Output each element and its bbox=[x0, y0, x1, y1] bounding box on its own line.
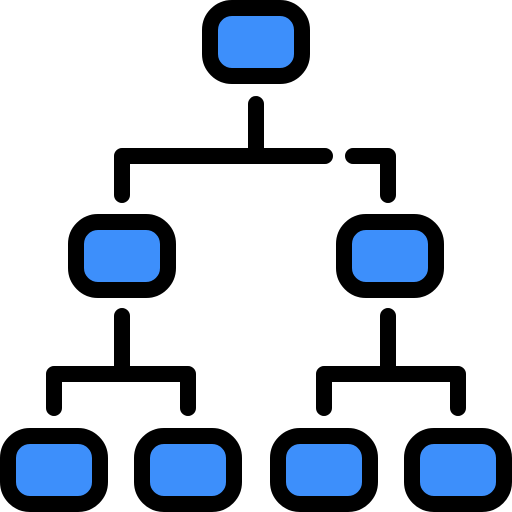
node-leaf-1 bbox=[0, 428, 108, 512]
node-leaf-4 bbox=[404, 428, 512, 512]
node-child-right bbox=[336, 214, 444, 298]
node-child-left bbox=[68, 214, 176, 298]
connectors-root bbox=[114, 96, 396, 203]
connectors-left-child bbox=[46, 308, 196, 416]
node-leaf-3 bbox=[270, 428, 378, 512]
connector-right-branch bbox=[316, 366, 466, 416]
node-leaf-2 bbox=[134, 428, 242, 512]
connector-root-right bbox=[345, 148, 396, 203]
node-root bbox=[202, 0, 310, 84]
connector-left-branch bbox=[46, 366, 196, 416]
connectors-right-child bbox=[316, 308, 466, 416]
connector-root-left bbox=[114, 148, 333, 203]
